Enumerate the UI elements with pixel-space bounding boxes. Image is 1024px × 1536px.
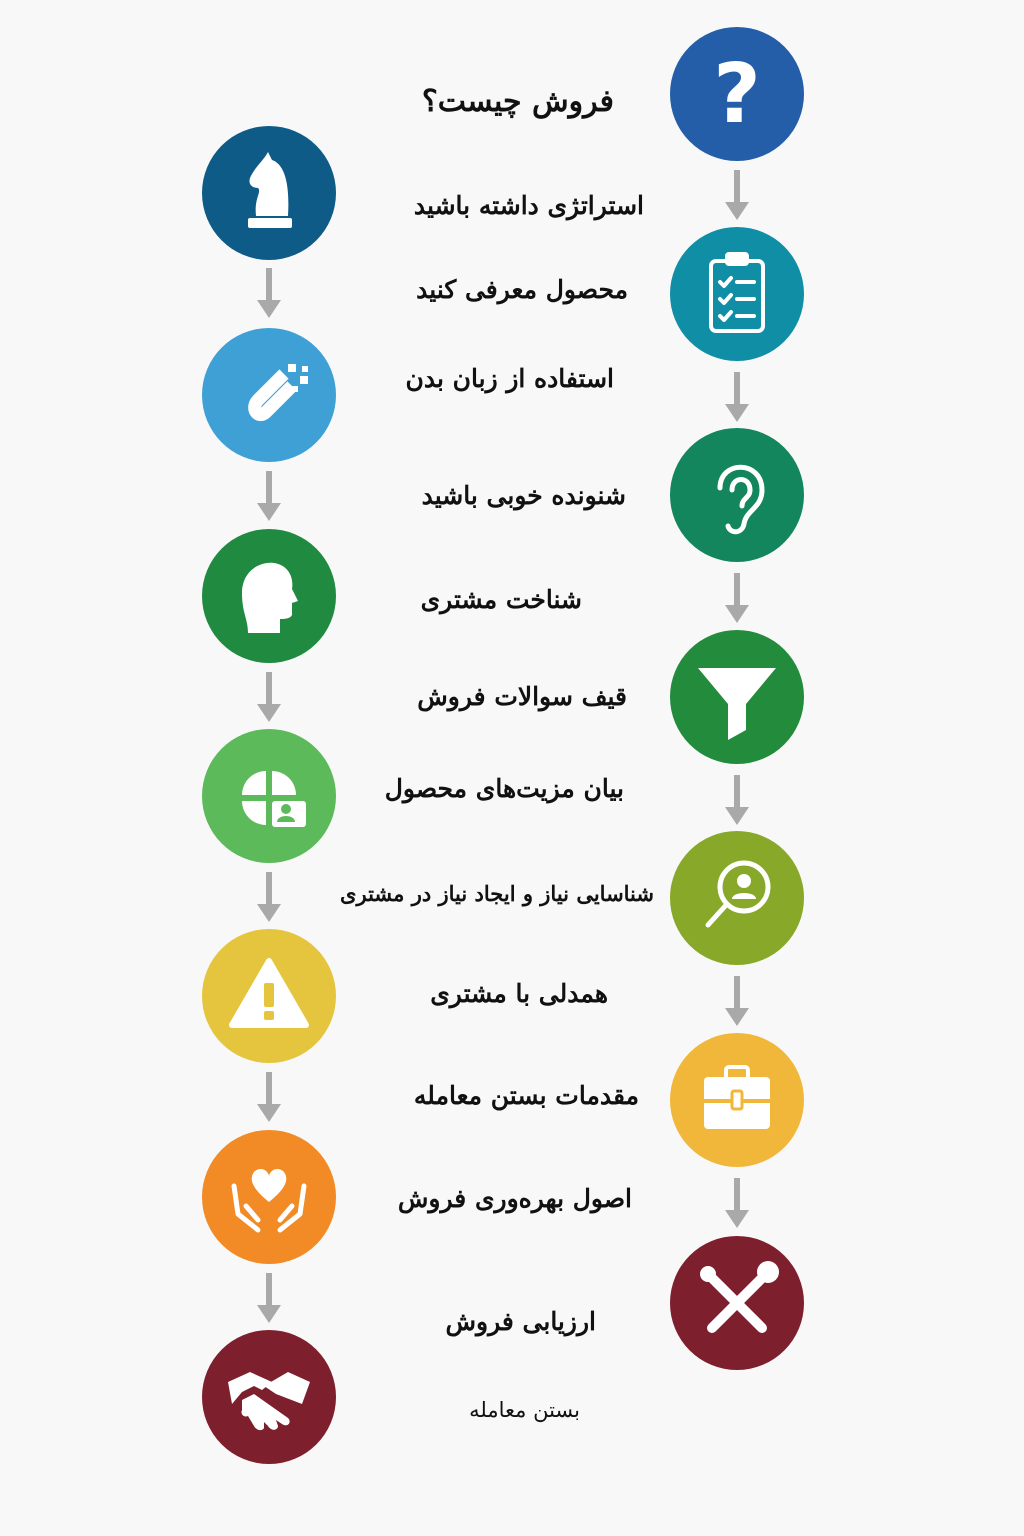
step-label: همدلی با مشتری	[430, 979, 608, 1008]
flow-arrow	[257, 672, 281, 722]
step-label: شناخت مشتری	[420, 585, 582, 614]
flow-arrow	[257, 471, 281, 521]
step-label: اصول بهره‌وری فروش	[397, 1184, 632, 1213]
flow-arrow	[725, 976, 749, 1026]
search-person-icon	[670, 831, 804, 965]
clipboard-checklist-icon	[670, 227, 804, 361]
step-label: شناسایی نیاز و ایجاد نیاز در مشتری	[340, 881, 654, 906]
step-label: ارزیابی فروش	[445, 1307, 596, 1336]
svg-text:?: ?	[713, 47, 761, 142]
flow-arrow	[725, 372, 749, 422]
flow-arrow	[725, 775, 749, 825]
step-label: قیف سوالات فروش	[417, 682, 627, 711]
flow-arrow	[257, 1273, 281, 1323]
step-label: استفاده از زبان بدن	[405, 364, 614, 393]
chart-person-icon	[202, 729, 336, 863]
step-label: مقدمات بستن معامله	[413, 1081, 639, 1110]
step-label: استراتژی داشته باشید	[413, 191, 644, 220]
flow-arrow	[725, 573, 749, 623]
step-label: محصول معرفی کنید	[416, 275, 628, 304]
step-label: بیان مزیت‌های محصول	[384, 774, 624, 803]
wrench-screwdriver-icon	[670, 1236, 804, 1370]
magnet-icon	[202, 328, 336, 462]
ear-icon	[670, 428, 804, 562]
step-label: شنونده خوبی باشید	[421, 481, 626, 510]
flow-arrow	[725, 170, 749, 220]
chess-knight-icon	[202, 126, 336, 260]
funnel-icon	[670, 630, 804, 764]
flow-arrow	[257, 268, 281, 318]
hands-heart-icon	[202, 1130, 336, 1264]
handshake-icon	[202, 1330, 336, 1464]
warning-icon	[202, 929, 336, 1063]
flow-arrow	[257, 1072, 281, 1122]
diagram-title: فروش چیست؟	[421, 84, 614, 119]
flow-arrow	[725, 1178, 749, 1228]
question-mark-icon: ?	[670, 27, 804, 161]
toolbox-icon	[670, 1033, 804, 1167]
human-head-icon	[202, 529, 336, 663]
step-label: بستن معامله	[469, 1398, 580, 1422]
flow-arrow	[257, 872, 281, 922]
